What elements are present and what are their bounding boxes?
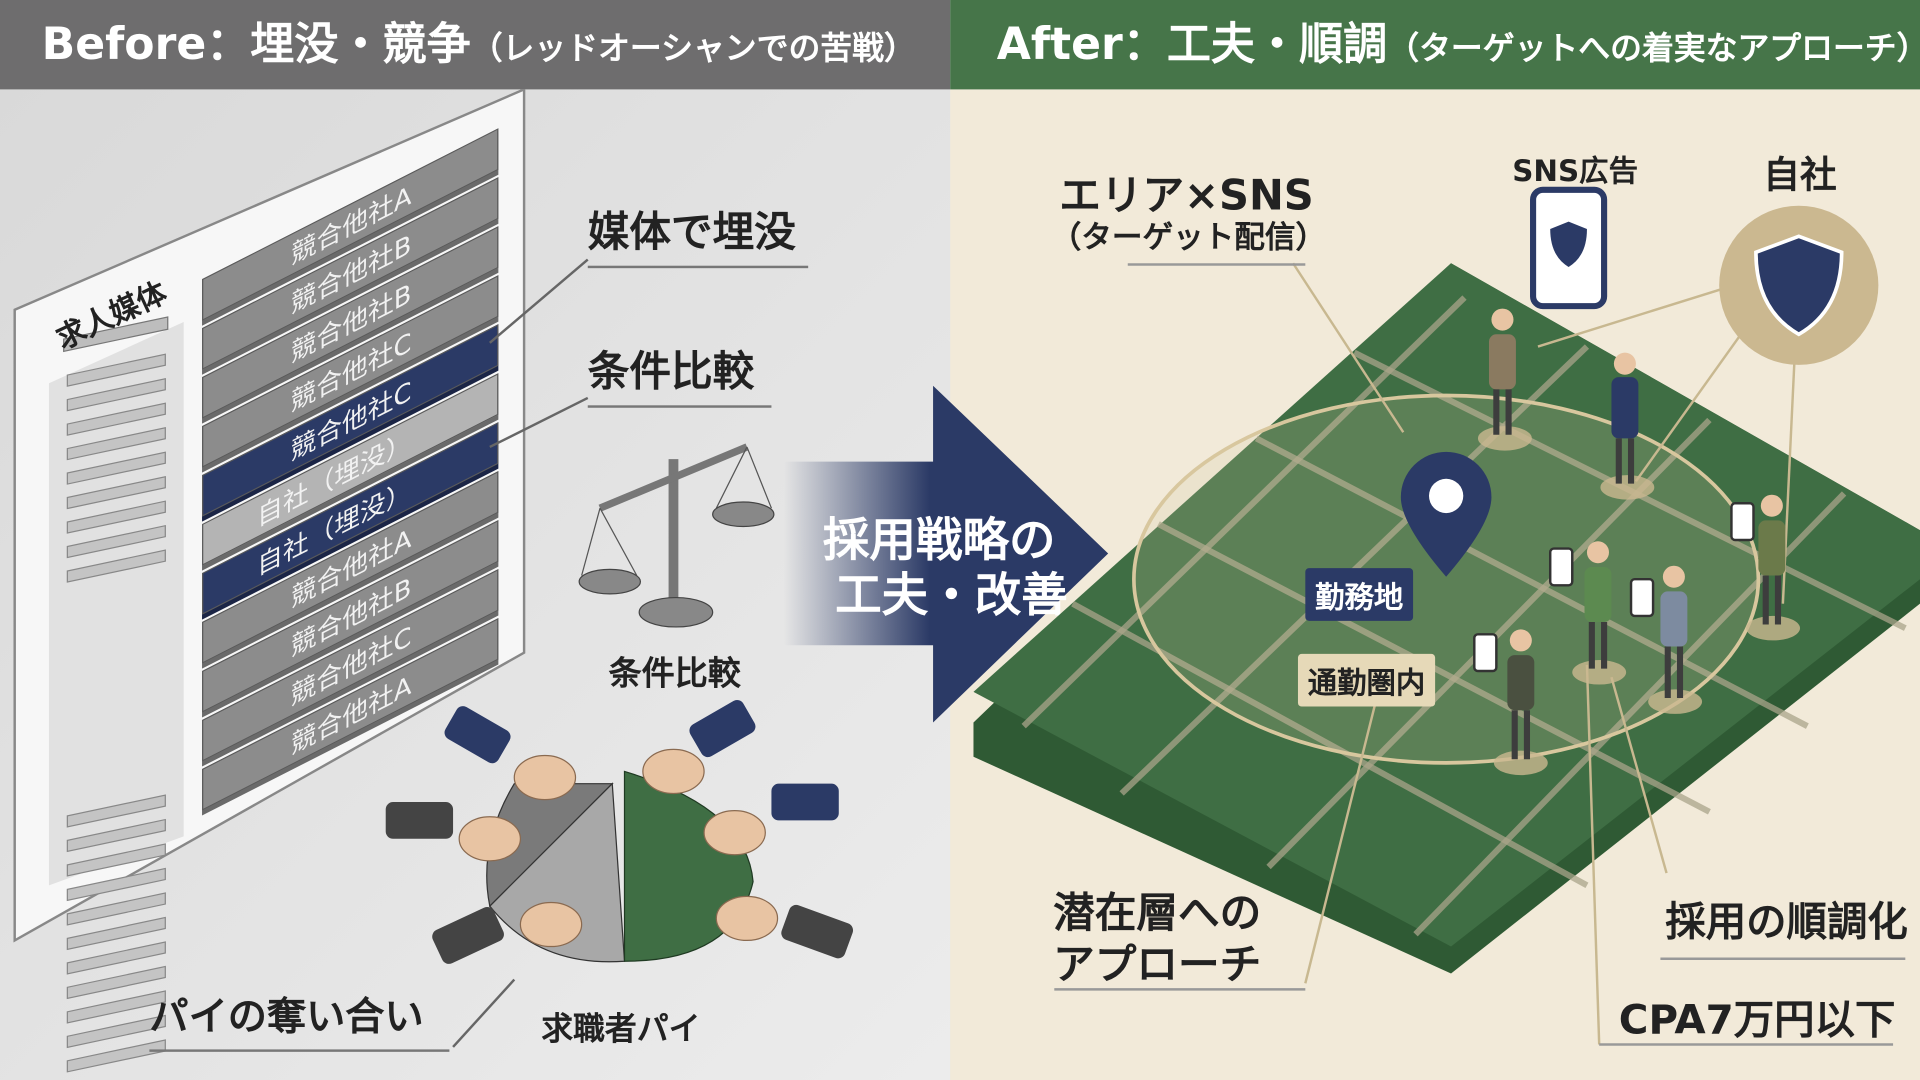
arrow-text-2: 工夫・改善	[835, 568, 1068, 623]
listing-line	[66, 843, 166, 877]
listing-line	[66, 451, 166, 485]
location-pin-icon	[1400, 451, 1492, 577]
listing-line	[66, 475, 166, 510]
listing-line	[66, 524, 166, 559]
after-header: After：工夫・順調（ターゲットへの着実なアプローチ）	[950, 0, 1920, 90]
listing-line	[66, 916, 166, 951]
listing-line	[66, 500, 166, 534]
scale-label: 条件比較	[608, 655, 741, 694]
listing-line	[66, 941, 166, 975]
balance-scale-icon	[578, 443, 775, 628]
before-header: Before：埋没・競争（レッドオーシャンでの苦戦）	[0, 0, 951, 90]
arrow-text-1: 採用戦略の	[822, 513, 1056, 567]
area-map	[973, 186, 1920, 1046]
workplace-tag: 勤務地	[1305, 568, 1414, 621]
pie-label: 求職者パイ	[541, 1011, 701, 1049]
area-sns-label: エリア×SNS	[1059, 171, 1314, 221]
cpa-label: CPA7万円以下	[1618, 995, 1896, 1044]
before-subtitle: （レッドオーシャンでの苦戦）	[470, 30, 916, 68]
commute-tag: 通勤圏内	[1297, 653, 1436, 707]
listing-line	[66, 402, 166, 436]
job-seeker-pie	[385, 700, 854, 964]
listing-line	[66, 426, 166, 461]
listing-line	[66, 794, 166, 828]
arrow-icon	[783, 385, 1109, 723]
sns-ad-label: SNS広告	[1512, 154, 1638, 189]
after-title: After：工夫・順調	[996, 19, 1388, 70]
callout-compare: 条件比較	[587, 338, 772, 408]
listing-line	[66, 549, 166, 583]
before-title: Before：埋没・競争	[41, 19, 471, 70]
pie-fight-label: パイの奪い合い	[149, 986, 450, 1052]
listing-line	[66, 1014, 166, 1049]
listing-line	[66, 378, 166, 412]
smooth-hiring-label: 採用の順調化	[1665, 897, 1908, 946]
latent-label-2: アプローチ	[1053, 940, 1262, 990]
shield-icon	[1754, 234, 1844, 337]
listing-line	[66, 892, 166, 926]
people-icons	[1473, 308, 1786, 760]
listing-line	[66, 867, 166, 902]
listing-line	[66, 965, 166, 1000]
listing-lines	[66, 353, 166, 1073]
callout-lines	[452, 258, 589, 1048]
listing-line	[66, 1039, 166, 1073]
after-subtitle: （ターゲットへの着実なアプローチ）	[1387, 30, 1920, 68]
own-company-label: 自社	[1763, 154, 1837, 198]
listing-line	[66, 818, 166, 853]
callout-buried: 媒体で埋没	[587, 198, 809, 269]
listing-line	[66, 353, 166, 387]
listing-line	[66, 990, 166, 1024]
area-sns-sublabel: （ターゲット配信）	[1050, 219, 1327, 255]
latent-label-1: 潜在層への	[1053, 888, 1262, 938]
